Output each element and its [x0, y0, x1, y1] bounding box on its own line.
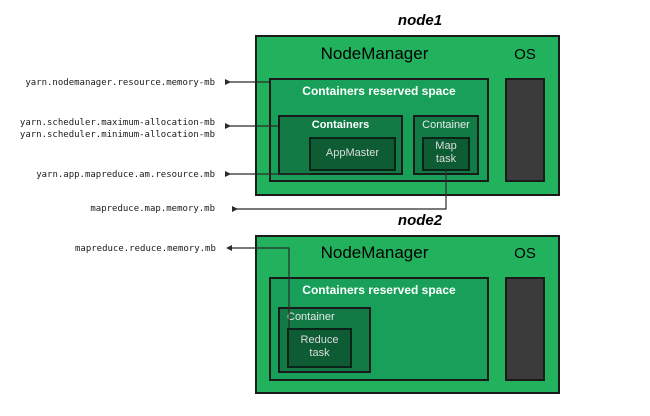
node1-containers-label: Containers [311, 119, 370, 131]
node2-reserved-space-label: Containers reserved space [302, 283, 456, 297]
node1-appmaster-label: AppMaster [325, 147, 380, 159]
node2-reduce-task-line1: Reduce [300, 334, 339, 346]
label-map-memory-mb: mapreduce.map.memory.mb [90, 204, 215, 214]
node2-os-label: OS [514, 245, 536, 262]
label-scheduler-minimum-allocation: yarn.scheduler.minimum-allocation-mb [19, 130, 215, 140]
node1-appmaster-box [309, 137, 396, 171]
node2-reduce-task-line2: task [309, 347, 330, 359]
node1-map-task-box [422, 137, 470, 171]
node1-os-label: OS [514, 46, 536, 63]
label-am-resource-mb: yarn.app.mapreduce.am.resource.mb [36, 170, 215, 180]
node1-container-label: Container [422, 119, 470, 131]
node1-map-task-line2: task [435, 153, 457, 165]
node1-map-task-line1: Map [435, 140, 457, 152]
label-scheduler-maximum-allocation: yarn.scheduler.maximum-allocation-mb [19, 118, 215, 128]
node2-reduce-task-label: Reduce task [287, 334, 352, 360]
node2-nodemanager-label: NodeManager [320, 243, 429, 262]
node1-os-box [505, 78, 545, 182]
node1-reserved-space-label: Containers reserved space [302, 84, 456, 98]
label-reduce-memory-mb: mapreduce.reduce.memory.mb [75, 244, 216, 254]
node2-container-label: Container [287, 311, 335, 323]
node1-title: node1 [397, 12, 443, 29]
node2-title: node2 [397, 212, 443, 229]
node2-os-box [505, 277, 545, 381]
label-nodemanager-resource-memory: yarn.nodemanager.resource.memory-mb [25, 78, 215, 88]
node1-nodemanager-label: NodeManager [320, 44, 429, 63]
node2-reduce-task-box [287, 328, 352, 368]
node1-map-task-label: Map task [422, 140, 470, 166]
